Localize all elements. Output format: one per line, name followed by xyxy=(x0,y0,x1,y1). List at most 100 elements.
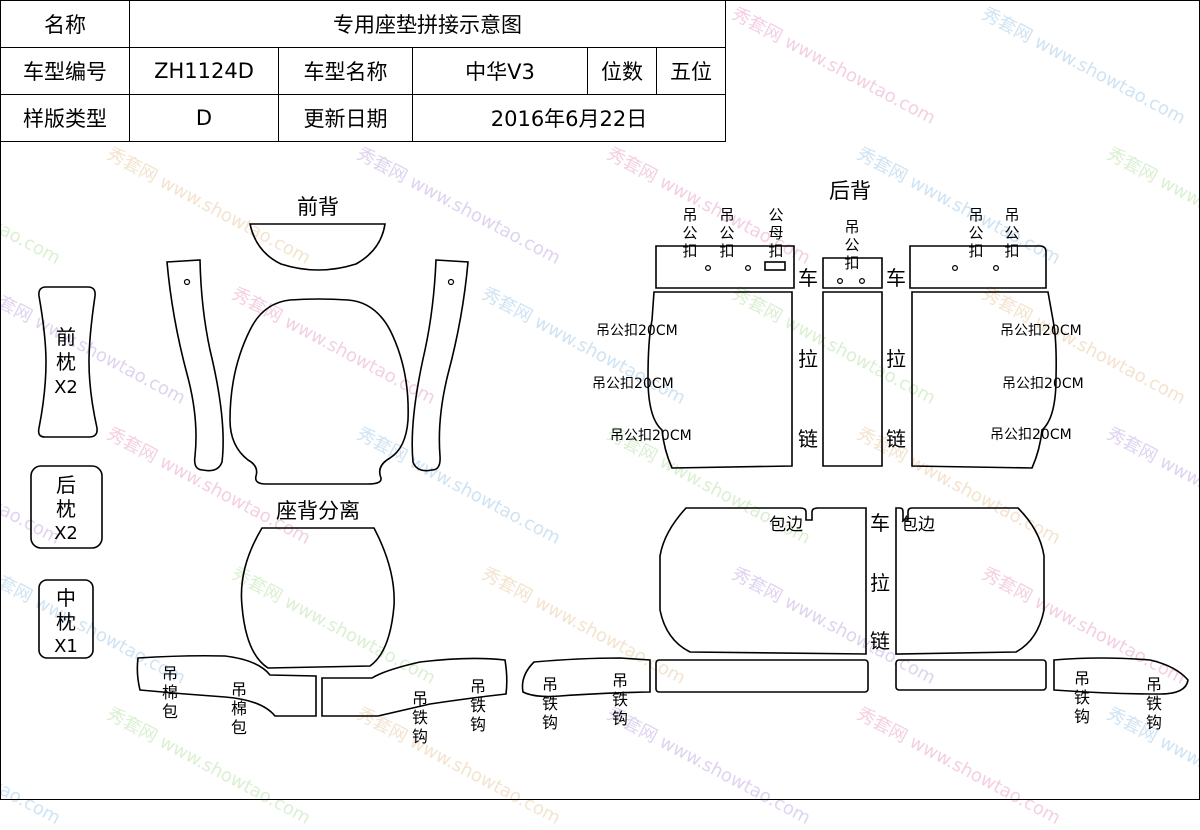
heading-front-back: 前背 xyxy=(297,195,339,219)
rb-label-b3: 扣 xyxy=(719,242,734,260)
front-back-left-side xyxy=(166,259,224,472)
rbs-hook-2b: 铁 xyxy=(612,690,628,709)
front-pillow: 前 枕 X2 xyxy=(37,286,98,438)
label-hang-hook-2b: 铁 xyxy=(470,696,486,715)
rb-sew-2: 车 xyxy=(886,266,906,290)
rb-zip-2b: 链 xyxy=(886,427,906,451)
rbs-hook-2c: 钩 xyxy=(612,709,628,728)
rb-20cm-r1: 吊公扣20CM xyxy=(1000,323,1082,339)
middle-pillow-qty: X1 xyxy=(54,636,78,657)
rb-label-b2: 公 xyxy=(719,224,734,242)
rear-pillow-label-1: 后 xyxy=(56,473,76,497)
rear-bottom-strips: 吊 铁 钩 吊 铁 钩 吊 铁 钩 吊 铁 钩 xyxy=(521,657,1189,732)
label-hang-cotton-2c: 包 xyxy=(231,718,247,737)
label-hang-cotton-1a: 吊 xyxy=(162,664,178,683)
rear-right-back-main xyxy=(911,291,1057,469)
middle-pillow-label-2: 枕 xyxy=(56,610,76,634)
rb-label-e1: 吊 xyxy=(968,206,983,224)
front-left-strip xyxy=(136,654,317,717)
rear-left-back-main xyxy=(647,291,793,469)
rb-label-c2: 母 xyxy=(768,224,783,242)
rear-seat-right xyxy=(895,507,1045,655)
rb-20cm-r2: 吊公扣20CM xyxy=(1002,376,1084,392)
rb-label-f1: 吊 xyxy=(1004,206,1019,224)
rb-zip-1a: 拉 xyxy=(798,347,818,371)
heading-seat-back-separate: 座背分离 xyxy=(276,499,360,523)
rs-zip-b: 链 xyxy=(870,629,890,653)
rs-zip-a: 拉 xyxy=(870,571,890,595)
model-code-label: 车型编号 xyxy=(0,47,130,95)
info-table: 名称 专用座垫拼接示意图 车型编号 ZH1124D 车型名称 中华V3 位数 五… xyxy=(0,0,726,142)
middle-pillow: 中 枕 X1 xyxy=(38,579,94,659)
rear-bottom-left-curve xyxy=(521,657,651,698)
rear-bottom-right-rect xyxy=(895,659,1047,691)
rb-label-c3: 扣 xyxy=(768,242,783,260)
rbs-hook-4b: 铁 xyxy=(1146,694,1162,713)
label-hang-hook-1b: 铁 xyxy=(412,708,428,727)
front-headrest-top xyxy=(249,223,386,271)
rbs-hook-1c: 钩 xyxy=(542,713,558,732)
middle-pillow-label-1: 中 xyxy=(56,586,76,610)
seats-value: 五位 xyxy=(656,47,726,95)
rb-label-c1: 公 xyxy=(768,206,783,224)
rb-zip-1b: 链 xyxy=(798,427,818,451)
front-pillow-label-2: 枕 xyxy=(56,350,76,374)
front-bottom-strips: 吊 棉 包 吊 棉 包 吊 铁 钩 吊 铁 钩 xyxy=(136,654,508,746)
rs-edging-2: 包边 xyxy=(901,515,935,535)
rb-label-a3: 扣 xyxy=(682,242,697,260)
seat-back-separate-piece xyxy=(240,527,395,669)
label-hang-hook-2a: 吊 xyxy=(470,677,486,696)
rbs-hook-3a: 吊 xyxy=(1074,669,1090,688)
rb-20cm-l3: 吊公扣20CM xyxy=(610,428,692,444)
rb-20cm-l2: 吊公扣20CM xyxy=(592,376,674,392)
label-hang-cotton-2b: 棉 xyxy=(231,699,247,718)
rear-right-top-strip xyxy=(909,245,1047,289)
model-name-label: 车型名称 xyxy=(278,47,413,95)
model-name-value: 中华V3 xyxy=(412,47,588,95)
front-back-right-side xyxy=(411,259,469,472)
rear-pillow-label-2: 枕 xyxy=(56,497,76,521)
rbs-hook-3c: 钩 xyxy=(1074,707,1090,726)
rb-20cm-l1: 吊公扣20CM xyxy=(596,323,678,339)
front-back-main xyxy=(229,298,409,485)
seats-label: 位数 xyxy=(587,47,657,95)
label-hang-hook-1a: 吊 xyxy=(412,689,428,708)
rbs-hook-3b: 铁 xyxy=(1074,688,1090,707)
rb-label-e3: 扣 xyxy=(968,242,983,260)
front-pillow-label-1: 前 xyxy=(56,325,76,349)
label-hang-hook-2c: 钩 xyxy=(470,715,486,734)
rear-pillow: 后 枕 X2 xyxy=(30,465,103,549)
rb-label-f2: 公 xyxy=(1004,224,1019,242)
rear-center-back-main xyxy=(822,291,883,467)
rear-bottom-left-rect xyxy=(655,659,869,693)
rb-sew-1: 车 xyxy=(798,266,818,290)
model-code-value: ZH1124D xyxy=(129,47,279,95)
rs-sew: 车 xyxy=(870,511,890,535)
label-hang-cotton-1b: 棉 xyxy=(162,683,178,702)
rb-zip-2a: 拉 xyxy=(886,347,906,371)
rear-pillow-qty: X2 xyxy=(54,523,78,544)
rb-label-b1: 吊 xyxy=(719,206,734,224)
rb-label-f3: 扣 xyxy=(1004,242,1019,260)
rb-label-d2: 公 xyxy=(844,236,859,254)
label-hang-cotton-2a: 吊 xyxy=(231,680,247,699)
rb-label-d1: 吊 xyxy=(844,218,859,236)
pattern-diagram: 前背 座背分离 后背 前 枕 X2 后 枕 X2 中 枕 X1 吊 棉 包 吊 … xyxy=(30,179,1189,746)
front-pillow-qty: X2 xyxy=(54,377,78,398)
rb-label-a2: 公 xyxy=(682,224,697,242)
rbs-hook-1a: 吊 xyxy=(542,675,558,694)
rear-left-top-strip xyxy=(655,245,795,289)
heading-rear-back: 后背 xyxy=(829,179,871,203)
label-hang-hook-1c: 钩 xyxy=(412,727,428,746)
rbs-hook-4c: 钩 xyxy=(1146,713,1162,732)
front-back-pieces xyxy=(166,223,469,485)
pattern-type-label: 样版类型 xyxy=(0,94,130,142)
rear-bottom-right-curve xyxy=(1053,657,1189,695)
pattern-type-value: D xyxy=(129,94,279,142)
rear-seat-left xyxy=(659,507,867,655)
rb-20cm-r3: 吊公扣20CM xyxy=(990,427,1072,443)
rb-label-e2: 公 xyxy=(968,224,983,242)
rb-label-a1: 吊 xyxy=(682,206,697,224)
rear-seat-pieces: 包边 包边 车 拉 链 xyxy=(659,507,1045,655)
rbs-hook-4a: 吊 xyxy=(1146,675,1162,694)
